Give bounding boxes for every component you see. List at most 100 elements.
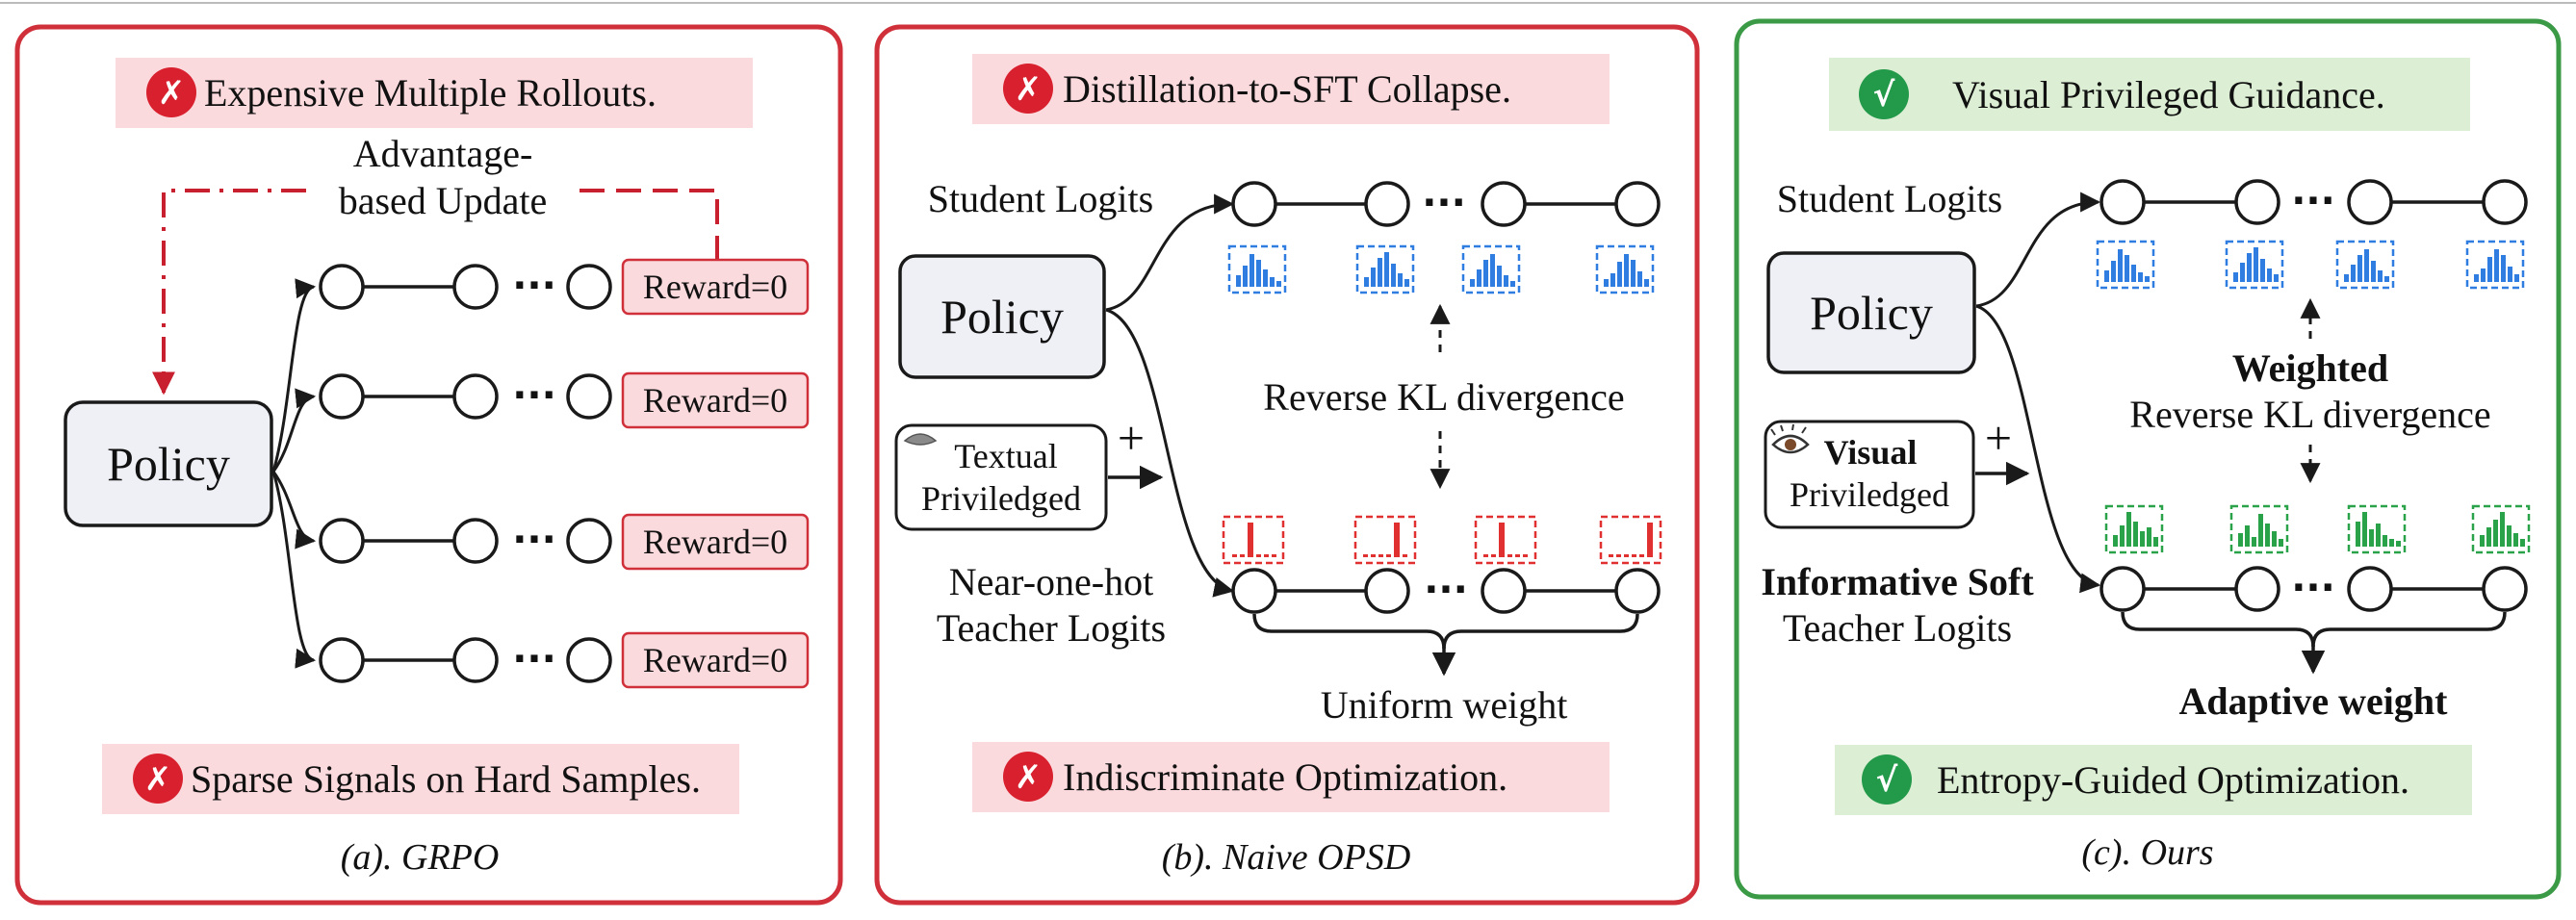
top-badge: ✗ Distillation-to-SFT Collapse. bbox=[972, 54, 1610, 124]
token-node bbox=[452, 518, 499, 564]
hist-red bbox=[1599, 515, 1662, 565]
policy-label: Policy bbox=[940, 290, 1064, 344]
check-mark: √ bbox=[1873, 76, 1895, 115]
token-node bbox=[319, 518, 365, 564]
token-node bbox=[1614, 181, 1661, 227]
badge-text: Expensive Multiple Rollouts. bbox=[204, 71, 657, 115]
update-arrow bbox=[152, 189, 306, 396]
panel-caption: (c). Ours bbox=[2081, 832, 2213, 873]
ellipsis: ··· bbox=[2291, 566, 2335, 610]
branch-2 bbox=[271, 388, 317, 473]
cross-icon bbox=[1003, 64, 1053, 114]
hist-green bbox=[2347, 504, 2407, 554]
cross-mark: ✗ bbox=[1015, 758, 1043, 797]
token-node bbox=[2234, 566, 2280, 612]
panel-border bbox=[874, 24, 1700, 906]
token-node bbox=[2347, 179, 2393, 225]
badge-box bbox=[972, 742, 1610, 812]
rollout-row: ··· Reward=0 bbox=[319, 258, 810, 316]
token-node bbox=[2099, 566, 2146, 612]
cross-icon bbox=[146, 67, 196, 117]
token-node bbox=[2099, 179, 2146, 225]
update-dash bbox=[580, 189, 719, 262]
token-node bbox=[566, 373, 612, 420]
top-badge: √ Visual Privileged Guidance. bbox=[1829, 58, 2470, 131]
badge-box bbox=[102, 744, 739, 814]
panel-border bbox=[1734, 18, 2562, 900]
ellipsis: ··· bbox=[512, 637, 556, 681]
token-node bbox=[1481, 568, 1527, 614]
hist-blue bbox=[1595, 244, 1655, 294]
weight-label: Adaptive weight bbox=[2179, 679, 2449, 723]
plus-sign: + bbox=[1985, 411, 2012, 465]
hist-green bbox=[2104, 504, 2164, 554]
hist-blue bbox=[2096, 240, 2155, 290]
badge-text: Distillation-to-SFT Collapse. bbox=[1063, 67, 1511, 111]
branch-4 bbox=[271, 471, 317, 669]
reward-label: Reward=0 bbox=[643, 268, 787, 306]
policy-label: Policy bbox=[1810, 286, 1933, 340]
teacher-label-line1: Near-one-hot bbox=[949, 560, 1153, 603]
badge-box bbox=[1835, 745, 2472, 815]
rollout-row: ··· Reward=0 bbox=[319, 631, 810, 689]
badge-text: Indiscriminate Optimization. bbox=[1063, 755, 1507, 799]
teacher-curve bbox=[1105, 308, 1235, 598]
check-mark: √ bbox=[1876, 761, 1898, 800]
panel-caption: (a). GRPO bbox=[341, 837, 500, 878]
student-logits-label: Student Logits bbox=[1777, 177, 2002, 220]
policy-box bbox=[898, 254, 1106, 379]
kl-bold-label: Weighted bbox=[2232, 346, 2388, 390]
reward-box bbox=[621, 371, 810, 429]
ellipsis: ··· bbox=[512, 518, 556, 562]
cross-mark: ✗ bbox=[158, 74, 186, 113]
hist-blue bbox=[1227, 244, 1287, 294]
student-curve bbox=[1975, 192, 2101, 308]
token-node bbox=[566, 518, 612, 564]
rollout-row: ··· Reward=0 bbox=[319, 371, 810, 429]
badge-text: Entropy-Guided Optimization. bbox=[1937, 758, 2409, 802]
token-node bbox=[2234, 179, 2280, 225]
brace bbox=[1252, 613, 1639, 650]
brace bbox=[2121, 611, 2507, 648]
panel-grpo: ✗ Expensive Multiple Rollouts. Advantage… bbox=[14, 24, 843, 906]
cross-icon bbox=[1003, 752, 1053, 802]
privileged-line2: Priviledged bbox=[1790, 475, 1949, 514]
hist-red bbox=[1353, 515, 1417, 565]
teacher-label-line1: Informative Soft bbox=[1761, 560, 2034, 603]
privileged-line1: Visual bbox=[1824, 433, 1918, 472]
student-curve bbox=[1105, 193, 1235, 312]
cross-mark: ✗ bbox=[144, 760, 172, 799]
token-node bbox=[1481, 181, 1527, 227]
bottom-badge: ✗ Sparse Signals on Hard Samples. bbox=[102, 744, 739, 814]
kl-label: Reverse KL divergence bbox=[1263, 375, 1624, 419]
top-badge: ✗ Expensive Multiple Rollouts. bbox=[116, 58, 753, 128]
hist-blue bbox=[1355, 244, 1415, 294]
hist-green bbox=[2229, 504, 2289, 554]
token-node bbox=[2482, 566, 2528, 612]
token-node bbox=[1614, 568, 1661, 614]
token-node bbox=[452, 264, 499, 310]
hist-red bbox=[1222, 515, 1285, 565]
rollout-row: ··· Reward=0 bbox=[319, 513, 810, 571]
bottom-badge: √ Entropy-Guided Optimization. bbox=[1835, 745, 2472, 815]
privileged-box bbox=[894, 423, 1108, 531]
ellipsis: ··· bbox=[2291, 179, 2335, 223]
weight-label: Uniform weight bbox=[1321, 683, 1568, 727]
policy-box bbox=[64, 400, 273, 527]
hist-green bbox=[2471, 504, 2531, 554]
policy-label: Policy bbox=[107, 437, 230, 491]
reward-label: Reward=0 bbox=[643, 523, 787, 561]
privileged-line1: Textual bbox=[954, 437, 1057, 475]
cross-mark: ✗ bbox=[1015, 70, 1043, 109]
hist-red bbox=[1474, 515, 1537, 565]
bottom-badge: ✗ Indiscriminate Optimization. bbox=[972, 742, 1610, 812]
branch-3 bbox=[271, 471, 317, 549]
hist-blue bbox=[1461, 244, 1521, 294]
badge-box bbox=[116, 58, 753, 128]
open-eye-icon bbox=[1770, 423, 1810, 454]
hist-blue bbox=[2465, 240, 2525, 290]
cross-icon bbox=[133, 754, 183, 804]
token-node bbox=[2482, 179, 2528, 225]
ellipsis: ··· bbox=[1422, 181, 1466, 225]
